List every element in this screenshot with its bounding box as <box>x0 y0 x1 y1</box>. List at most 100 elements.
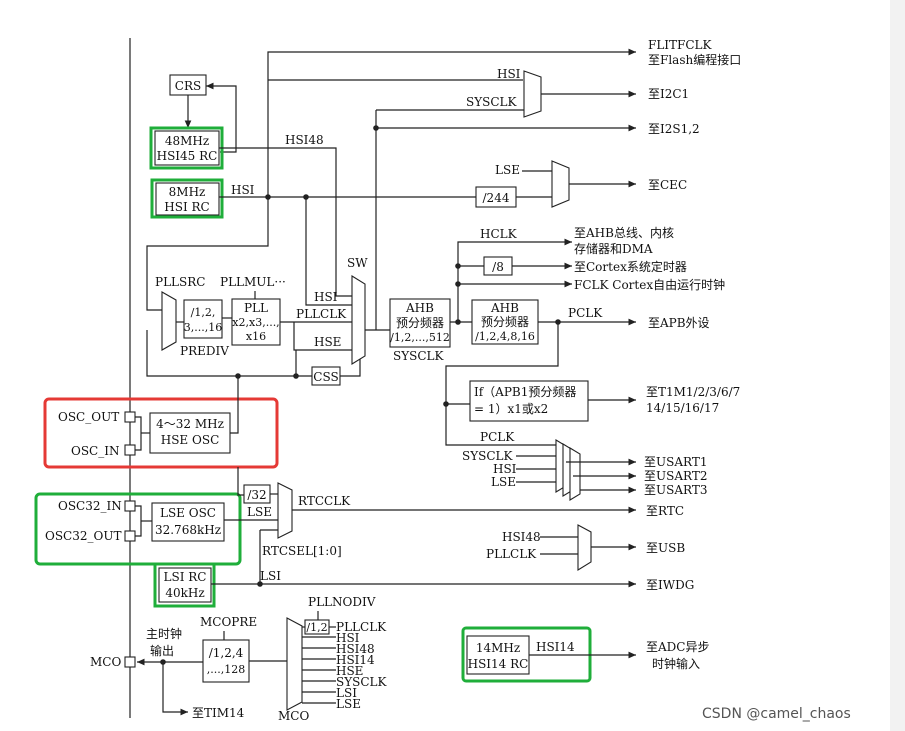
flash-label: 至Flash编程接口 <box>648 52 741 67</box>
apb-l1: AHB <box>490 301 519 315</box>
sw-hsi-label: HSI <box>314 290 338 304</box>
pll-l1: PLL <box>244 301 268 315</box>
scrollbar-track <box>890 0 905 731</box>
tim-output: 至T1M1/2/3/6/7 <box>646 385 740 399</box>
ahb-prescaler-box <box>389 298 451 348</box>
hsi-highlight <box>150 178 224 219</box>
tim-output-2: 14/15/16/17 <box>646 401 719 415</box>
i2c1-sysclk-label: SYSCLK <box>466 95 518 109</box>
hsi14-rc-name: HSI14 RC <box>468 657 529 671</box>
div32-label: /32 <box>247 488 266 502</box>
hclk-label: HCLK <box>480 227 518 241</box>
lse-highlight <box>34 492 242 566</box>
lsi-rc-freq: 40kHz <box>165 586 204 600</box>
rtcclk-label: RTCCLK <box>298 494 351 508</box>
hsi48-rc-name: HSI45 RC <box>157 149 218 163</box>
usb-hsi48-label: HSI48 <box>502 530 541 544</box>
usb-mux <box>577 524 592 571</box>
ahb-l1: AHB <box>405 301 434 315</box>
usart3-output: 至USART3 <box>644 483 707 497</box>
tim-multiplier-box <box>469 380 589 422</box>
cortex-timer-output: 至Cortex系统定时器 <box>574 259 687 274</box>
hsi48-rc-freq: 48MHz <box>165 134 209 148</box>
sw-mux <box>351 275 366 365</box>
lse-osc-name: LSE OSC <box>160 506 216 520</box>
usart-pclk-label: PCLK <box>480 430 515 444</box>
mco-src-hse: HSE <box>336 664 363 678</box>
rtcsel-label: RTCSEL[1:0] <box>262 544 342 558</box>
mco-mux-label: MCO <box>278 709 309 723</box>
lsi-highlight <box>153 562 216 608</box>
prediv-label: PREDIV <box>180 344 229 358</box>
apb-l2: 预分频器 <box>481 315 529 329</box>
hsi-rc-name: HSI RC <box>164 200 209 214</box>
crs-label: CRS <box>175 79 201 93</box>
usb-output: 至USB <box>646 541 685 555</box>
apb-l3: /1,2,4,8,16 <box>475 330 535 343</box>
rtc-mux <box>277 482 293 539</box>
pllmul-label: PLLMUL··· <box>220 275 286 289</box>
ahb-l3: /1,2,...,512 <box>390 331 450 344</box>
osc32-out-pin <box>124 530 136 542</box>
usart-sysclk-label: SYSCLK <box>462 449 514 463</box>
rtc-output: 至RTC <box>646 504 684 518</box>
cec-mux <box>551 160 570 208</box>
mcopre-label: MCOPRE <box>200 615 257 629</box>
hsi-line-label: HSI <box>231 183 255 197</box>
watermark: CSDN @camel_chaos <box>702 706 851 722</box>
mco-src-sysclk: SYSCLK <box>336 675 388 689</box>
osc-in-pin <box>124 444 136 456</box>
hsi-rc-freq: 8MHz <box>169 185 206 199</box>
hsi14-rc-freq: 14MHz <box>476 641 520 655</box>
mco-src-lse: LSE <box>336 697 361 711</box>
hsi-rc-box <box>155 182 220 216</box>
ahb-bus-output-2: 存储器和DMA <box>574 241 653 256</box>
pclk-label: PCLK <box>568 306 603 320</box>
cec-lse-label: LSE <box>495 163 520 177</box>
ahb-l2: 预分频器 <box>396 316 444 330</box>
ahb-bus-output: 至AHB总线、内核 <box>574 226 674 240</box>
i2c1-hsi-label: HSI <box>497 67 521 81</box>
i2c1-mux <box>523 70 542 118</box>
tim14-output: 至TIM14 <box>192 706 245 720</box>
pll-l3: x16 <box>246 330 266 343</box>
mco-mux <box>286 617 303 711</box>
prediv-l2: 3,...,16 <box>184 321 222 334</box>
div8-label: /8 <box>492 260 504 274</box>
mco-main-label-2: 输出 <box>150 643 174 658</box>
hsi48-rc-box <box>154 130 220 166</box>
pllnodiv-label: PLLNODIV <box>308 595 376 609</box>
lse-osc-box <box>151 502 225 542</box>
pllsrc-label: PLLSRC <box>155 275 205 289</box>
mcopre-l1: /1,2,4 <box>209 646 244 660</box>
hse-osc-box <box>149 412 231 454</box>
mco-pin-label: MCO <box>90 655 121 669</box>
mco-src-hsi48: HSI48 <box>336 642 375 656</box>
i2s-output: 至I2S1,2 <box>648 122 700 136</box>
mco-source-list: PLLCLK HSI HSI48 HSI14 HSE SYSCLK LSI LS… <box>302 620 388 711</box>
prediv-box <box>183 299 223 339</box>
lsi-rc-name: LSI RC <box>164 570 207 584</box>
pllclk-label: PLLCLK <box>296 307 347 321</box>
usart3-mux <box>569 447 581 501</box>
adc-output-2: 时钟输入 <box>652 656 700 671</box>
mco-src-pllclk: PLLCLK <box>336 620 387 634</box>
lsi-rc-box <box>158 567 212 603</box>
tim-l1: If（APB1预分频器 <box>474 385 576 399</box>
hsi14-line-label: HSI14 <box>536 640 575 654</box>
css-label: CSS <box>313 370 338 384</box>
usart2-output: 至USART2 <box>644 469 707 483</box>
usart-lse-label: LSE <box>491 475 516 489</box>
hse-osc-name: HSE OSC <box>161 433 220 447</box>
adc-output: 至ADC异步 <box>646 640 709 654</box>
pllsrc-mux <box>161 291 177 351</box>
mcopre-box <box>202 639 250 683</box>
apb-prescaler-box <box>471 299 539 345</box>
prediv-l1: /1,2, <box>191 306 216 319</box>
sw-label: SW <box>347 256 368 270</box>
osc32-in-pin <box>124 500 136 512</box>
usart1-output: 至USART1 <box>644 455 707 469</box>
rtc-lse-label: LSE <box>247 505 272 519</box>
sysclk-under-label: SYSCLK <box>393 349 445 363</box>
usart-hsi-label: HSI <box>493 462 517 476</box>
